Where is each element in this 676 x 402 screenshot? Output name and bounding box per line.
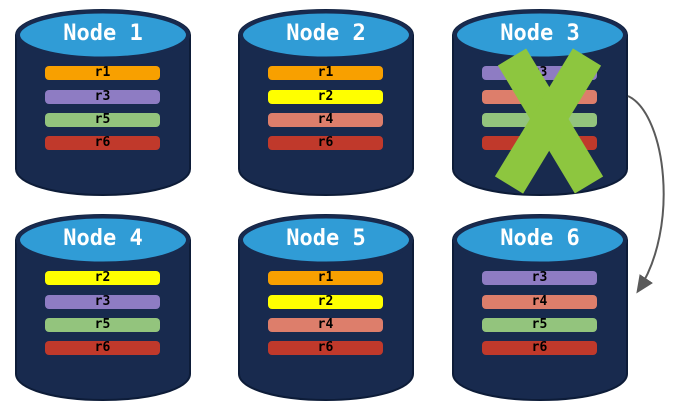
replica-bar-r1: r1 (45, 66, 160, 80)
replica-bar-r4: r4 (482, 295, 597, 309)
node-3: Node 3 r3 r4 r5 r6 (450, 8, 630, 198)
replica-bar-r4: r4 (268, 318, 383, 332)
cylinder-top (453, 214, 627, 266)
replica-bar-r2: r2 (268, 295, 383, 309)
node-2: Node 2 r1 r2 r4 r6 (236, 8, 416, 198)
failover-arrow (627, 95, 665, 294)
cylinder-top (239, 9, 413, 61)
replica-bar-r6: r6 (482, 341, 597, 355)
replica-bar-r3: r3 (482, 66, 597, 80)
node-4: Node 4 r2 r3 r5 r6 (13, 213, 193, 402)
node-title: Node 2 (286, 21, 366, 46)
node-5: Node 5 r1 r2 r4 r6 (236, 213, 416, 402)
node-title: Node 1 (63, 21, 143, 46)
replica-bar-r4: r4 (482, 90, 597, 104)
cylinder-top (16, 9, 190, 61)
replica-bar-r6: r6 (482, 136, 597, 150)
replica-bar-r6: r6 (268, 136, 383, 150)
node-1: Node 1 r1 r3 r5 r6 (13, 8, 193, 198)
replica-bar-r6: r6 (45, 136, 160, 150)
replica-bar-r3: r3 (482, 271, 597, 285)
node-title: Node 4 (63, 226, 143, 251)
replica-bar-r3: r3 (45, 90, 160, 104)
replica-bar-r2: r2 (45, 271, 160, 285)
replica-bar-r2: r2 (268, 90, 383, 104)
node-title: Node 5 (286, 226, 366, 251)
replica-bar-r5: r5 (482, 113, 597, 127)
replica-bar-r6: r6 (268, 341, 383, 355)
replica-bar-r6: r6 (45, 341, 160, 355)
replica-bar-r1: r1 (268, 66, 383, 80)
replica-bar-r1: r1 (268, 271, 383, 285)
node-title: Node 6 (500, 226, 580, 251)
replica-bar-r5: r5 (482, 318, 597, 332)
replica-bar-r4: r4 (268, 113, 383, 127)
replica-bar-r5: r5 (45, 318, 160, 332)
cylinder-top (239, 214, 413, 266)
replica-bar-r5: r5 (45, 113, 160, 127)
node-title: Node 3 (500, 21, 580, 46)
cylinder-top (16, 214, 190, 266)
replica-bar-r3: r3 (45, 295, 160, 309)
node-6: Node 6 r3 r4 r5 r6 (450, 213, 630, 402)
